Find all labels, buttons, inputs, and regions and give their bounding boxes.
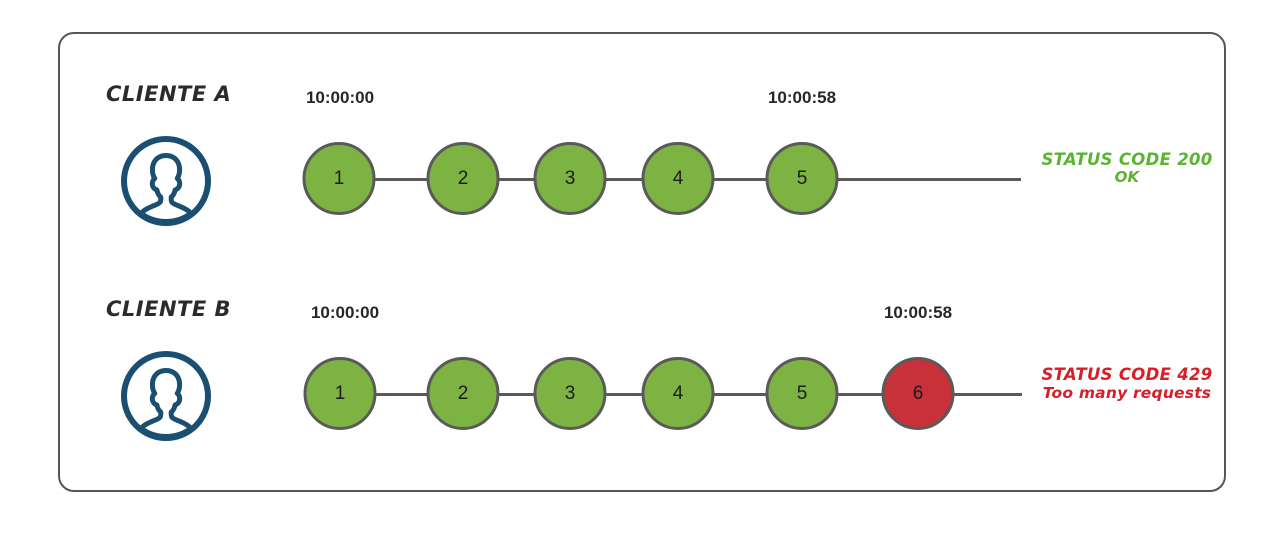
request-node-cliente-b-1[interactable]: 1 [303, 357, 377, 430]
timestamp-cliente-a-2: 10:00:58 [767, 88, 837, 107]
timestamp-cliente-a-1: 10:00:00 [305, 88, 375, 107]
diagram-frame [58, 32, 1226, 492]
user-avatar-icon [120, 135, 212, 227]
user-avatar-icon [120, 350, 212, 442]
request-node-cliente-b-3[interactable]: 3 [533, 357, 607, 430]
status-code-line: STATUS CODE 429 [1041, 365, 1213, 384]
request-node-cliente-b-4[interactable]: 4 [641, 357, 715, 430]
request-node-cliente-b-6[interactable]: 6 [881, 357, 955, 430]
request-node-cliente-a-2[interactable]: 2 [426, 142, 500, 215]
status-detail-line: Too many requests [1042, 384, 1212, 403]
request-node-cliente-a-4[interactable]: 4 [641, 142, 715, 215]
request-node-cliente-a-5[interactable]: 5 [765, 142, 839, 215]
client-label-cliente-a: CLIENTE A [106, 82, 232, 106]
request-node-cliente-a-1[interactable]: 1 [302, 142, 376, 215]
client-label-cliente-b: CLIENTE B [106, 297, 232, 321]
request-node-cliente-b-5[interactable]: 5 [765, 357, 839, 430]
status-detail-line: OK [1114, 168, 1140, 187]
request-node-cliente-a-3[interactable]: 3 [533, 142, 607, 215]
status-code-line: STATUS CODE 200 [1041, 150, 1213, 169]
request-node-cliente-b-2[interactable]: 2 [426, 357, 500, 430]
timestamp-cliente-b-2: 10:00:58 [883, 303, 953, 322]
timestamp-cliente-b-1: 10:00:00 [310, 303, 380, 322]
